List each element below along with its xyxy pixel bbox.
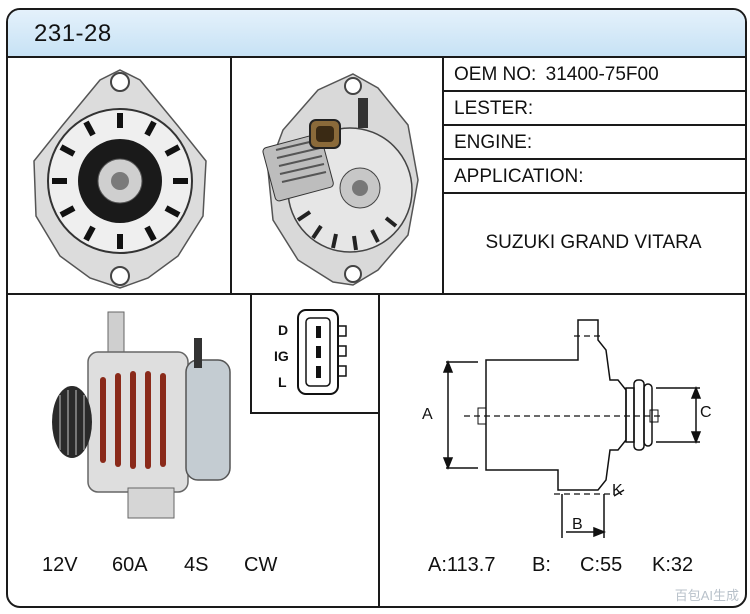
dimension-k: K:32 (652, 554, 693, 577)
lester-row: LESTER: (454, 98, 537, 120)
dimension-drawing (442, 319, 702, 538)
divider (442, 124, 745, 126)
dimension-label-k: K (612, 482, 623, 499)
pin-label-d: D (278, 322, 289, 338)
application-label: APPLICATION: (454, 166, 584, 187)
title-bar: 231-28 (8, 10, 745, 58)
oem-row: OEM NO: 31400-75F00 (454, 64, 659, 86)
engine-label: ENGINE: (454, 132, 533, 153)
divider (250, 294, 252, 414)
divider (230, 56, 232, 294)
spec-voltage: 12V (42, 554, 78, 576)
spec-rotation: CW (244, 554, 278, 576)
dimension-label-c: C (700, 404, 712, 421)
dimension-c-value: 55 (600, 554, 623, 576)
dimension-k-label: K: (652, 554, 671, 576)
alternator-rear-image (262, 73, 419, 286)
divider (442, 158, 745, 160)
connector-diagram (297, 309, 347, 395)
dimension-k-value: 32 (670, 554, 694, 576)
oem-label: OEM NO: (454, 64, 537, 85)
application-row: APPLICATION: (454, 166, 584, 188)
dimension-b-label: B: (532, 554, 551, 576)
pin-label-ig: IG (274, 348, 289, 364)
page-title: 231-28 (34, 20, 112, 47)
watermark: 百包AI生成 (674, 588, 739, 603)
alternator-side-image (52, 311, 231, 519)
dimension-c-label: C: (580, 554, 600, 576)
dimension-b: B: (532, 554, 551, 577)
oem-value: 31400-75F00 (545, 64, 659, 85)
divider (250, 412, 380, 414)
dimension-a-value: 113.7 (446, 554, 496, 576)
dimension-a-label: A: (428, 554, 447, 576)
divider (442, 192, 745, 194)
pin-label-l: L (278, 374, 287, 390)
dimension-c: C:55 (580, 554, 622, 577)
divider (8, 293, 745, 295)
dimension-label-b: B (572, 516, 583, 533)
spec-amperage: 60A (112, 554, 148, 576)
application-value: SUZUKI GRAND VITARA (485, 232, 702, 253)
product-card: 231-28 OEM NO: 31400-75F00 LESTER: ENGIN… (6, 8, 747, 608)
lester-label: LESTER: (454, 98, 534, 119)
divider (442, 90, 745, 92)
spec-groove: 4S (184, 554, 209, 576)
dimension-label-a: A (422, 406, 433, 423)
divider (378, 294, 380, 606)
divider (442, 56, 444, 294)
dimension-a: A:113.7 (428, 554, 495, 577)
alternator-front-image (33, 69, 207, 289)
engine-row: ENGINE: (454, 132, 536, 154)
